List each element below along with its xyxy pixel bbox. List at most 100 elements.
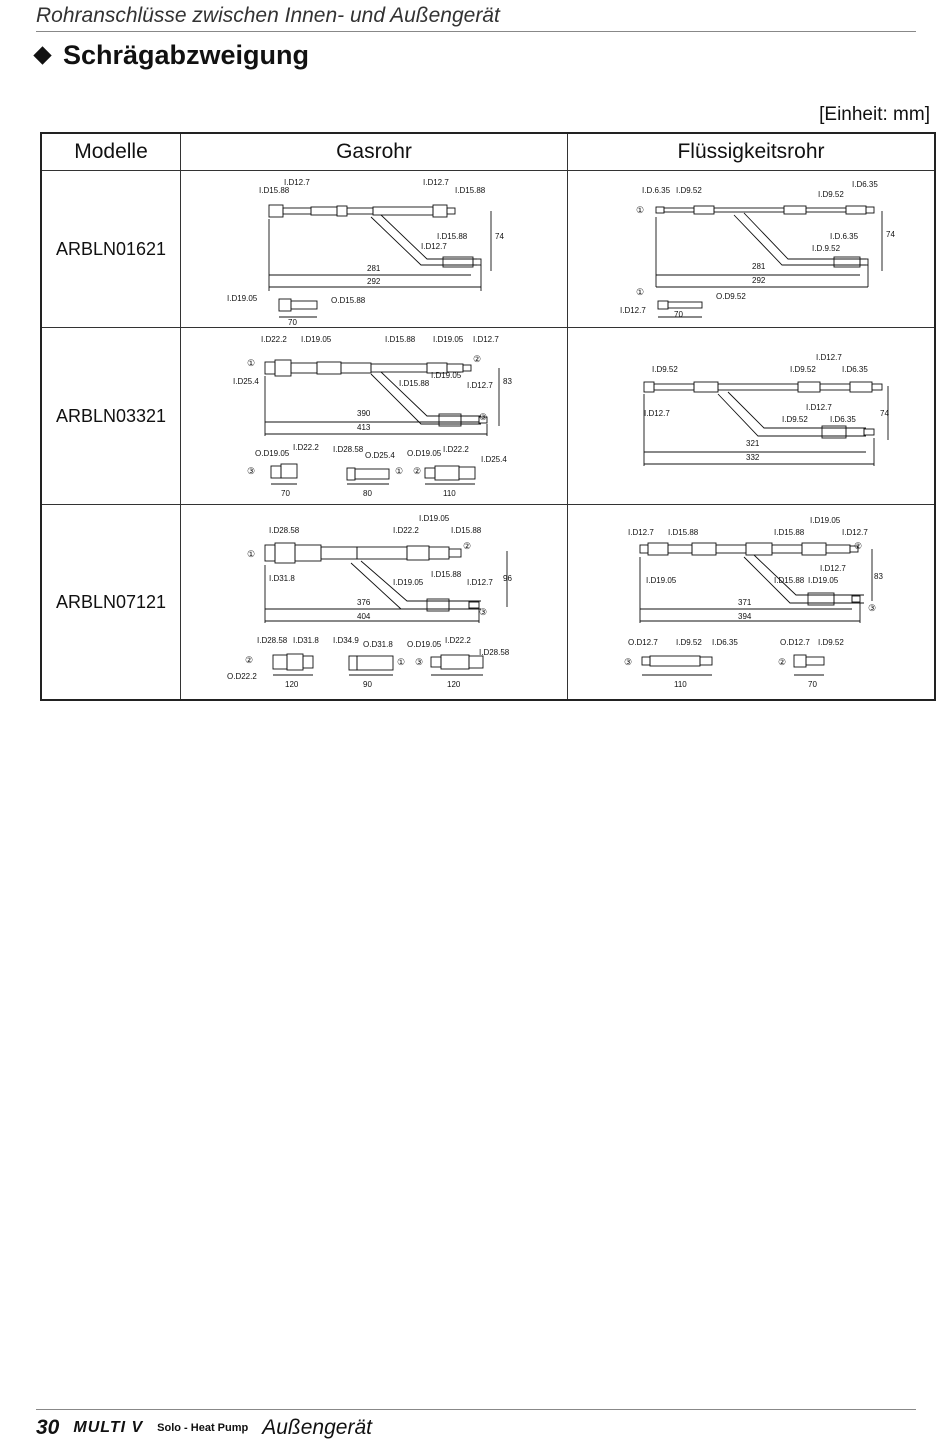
- table-row: ARBLN07121: [40, 504, 936, 701]
- liquid-fitting-1-extra: I.D6.35: [712, 638, 738, 647]
- fitting-2-length: 90: [363, 680, 372, 689]
- liquid-dim-inner: 281: [752, 262, 766, 271]
- liquid-label-4: I.D19.05: [810, 516, 841, 525]
- liquid-label-1: I.D9.52: [652, 365, 678, 374]
- liquid-label-1: I.D.6.35: [642, 186, 671, 195]
- liquid-fitting-1-right: I.D9.52: [676, 638, 702, 647]
- gas-dim-inner: 390: [357, 409, 371, 418]
- fitting-1-left: O.D19.05: [255, 449, 290, 458]
- liquid-fitting-2-length: 70: [808, 680, 817, 689]
- liquid-fitting-1-left: O.D12.7: [628, 638, 658, 647]
- gas-label-3: I.D12.7: [423, 178, 449, 187]
- gas-label-3: I.D15.88: [385, 335, 416, 344]
- fitting-3-left: O.D19.05: [407, 640, 442, 649]
- liquid-fitting-2-left: O.D12.7: [780, 638, 810, 647]
- liquid-diagram-cell: I.D.6.35 I.D9.52 I.D6.35 I.D9.52 I.D.6.3…: [567, 170, 936, 328]
- fitting-3-right: I.D22.2: [443, 445, 469, 454]
- fitting-1-marker: ②: [245, 655, 253, 665]
- gas-height: 83: [503, 377, 512, 386]
- gas-height: 74: [495, 232, 504, 241]
- fitting-2-left: I.D34.9: [333, 636, 359, 645]
- fitting-2-length: 80: [363, 489, 372, 498]
- gas-label-2: I.D19.05: [419, 514, 450, 523]
- gas-fitting-length: 70: [288, 318, 297, 327]
- unit-label: [Einheit: mm]: [819, 104, 930, 125]
- liquid-branch-label-2: I.D9.52: [782, 415, 808, 424]
- gas-label-2: I.D15.88: [259, 186, 290, 195]
- liquid-fitting-left: I.D12.7: [620, 306, 646, 315]
- liquid-label-3: I.D12.7: [816, 353, 842, 362]
- liquid-dim-inner: 321: [746, 439, 760, 448]
- gas-label-1: I.D12.7: [284, 178, 310, 187]
- liquid-label-2: I.D9.52: [790, 365, 816, 374]
- branch-spec-table: Modelle Gasrohr Flüssigkeitsrohr ARBLN01…: [40, 132, 936, 701]
- liquid-branch-label-1: I.D.6.35: [830, 232, 859, 241]
- liquid-height: 74: [886, 230, 895, 239]
- gas-dim-outer: 404: [357, 612, 371, 621]
- section-title-text: Schrägabzweigung: [63, 40, 310, 70]
- fitting-3-marker: ②: [413, 466, 421, 476]
- gas-fitting-right: O.D15.88: [331, 296, 366, 305]
- liquid-fitting-2-marker: ②: [778, 657, 786, 667]
- gas-branch-label-3: I.D12.7: [467, 381, 493, 390]
- fitting-1-right: I.D22.2: [293, 443, 319, 452]
- gas-pipe-diagram: I.D28.58 I.D19.05 I.D22.2 I.D15.88 I.D31…: [227, 514, 512, 689]
- gas-branch-label-1: I.D15.88: [437, 232, 468, 241]
- model-name: ARBLN01621: [40, 170, 181, 328]
- liquid-marker-1: ①: [636, 205, 644, 215]
- liquid-branch-label-3: I.D19.05: [808, 576, 839, 585]
- liquid-label-5: I.D12.7: [842, 528, 868, 537]
- liquid-fitting-2-right: I.D9.52: [818, 638, 844, 647]
- gas-marker-3: ③: [479, 412, 487, 422]
- fitting-2-marker: ①: [395, 466, 403, 476]
- gas-label-5: I.D12.7: [473, 335, 499, 344]
- liquid-label-5: I.D12.7: [644, 409, 670, 418]
- gas-label-4: I.D15.88: [451, 526, 482, 535]
- gas-dim-inner: 376: [357, 598, 371, 607]
- gas-label-2: I.D19.05: [301, 335, 332, 344]
- liquid-label-2: I.D9.52: [676, 186, 702, 195]
- fitting-2-right: O.D25.4: [365, 451, 395, 460]
- gas-label-6: I.D25.4: [233, 377, 259, 386]
- liquid-label-4: I.D6.35: [842, 365, 868, 374]
- table-header-row: Modelle Gasrohr Flüssigkeitsrohr: [40, 132, 936, 171]
- fitting-3-extra: I.D25.4: [481, 455, 507, 464]
- gas-dim-outer: 292: [367, 277, 381, 286]
- liquid-height: 74: [880, 409, 889, 418]
- liquid-pipe-diagram: I.D9.52 I.D9.52 I.D12.7 I.D6.35 I.D12.7 …: [643, 353, 889, 466]
- gas-branch-label-2: I.D12.7: [421, 242, 447, 251]
- liquid-dim-outer: 332: [746, 453, 760, 462]
- running-header: Rohranschlüsse zwischen Innen- und Außen…: [36, 4, 916, 32]
- liquid-label-3: I.D6.35: [852, 180, 878, 189]
- header-gas: Gasrohr: [180, 132, 568, 171]
- gas-branch-label-1: I.D19.05: [393, 578, 424, 587]
- gas-marker-3: ③: [479, 607, 487, 617]
- section-title: Schrägabzweigung: [33, 40, 310, 71]
- liquid-branch-label-2: I.D15.88: [774, 576, 805, 585]
- liquid-label-2: I.D15.88: [668, 528, 699, 537]
- liquid-branch-label-1: I.D12.7: [820, 564, 846, 573]
- liquid-label-6: I.D19.05: [646, 576, 677, 585]
- gas-label-5: I.D31.8: [269, 574, 295, 583]
- gas-label-3: I.D22.2: [393, 526, 419, 535]
- liquid-label-4: I.D9.52: [818, 190, 844, 199]
- gas-label-4: I.D19.05: [433, 335, 464, 344]
- gas-diagram-cell: I.D12.7 I.D15.88 I.D12.7 I.D15.88 I.D15.…: [180, 170, 568, 328]
- fitting-3-length: 120: [447, 680, 461, 689]
- liquid-pipe-diagram: I.D12.7 I.D15.88 I.D15.88 I.D19.05 I.D12…: [624, 516, 883, 689]
- fitting-3-marker: ③: [415, 657, 423, 667]
- fitting-1-extra: O.D22.2: [227, 672, 257, 681]
- fitting-2-left: I.D28.58: [333, 445, 364, 454]
- gas-label-4: I.D15.88: [455, 186, 486, 195]
- gas-marker-2: ②: [463, 541, 471, 551]
- gas-marker-2: ②: [473, 354, 481, 364]
- liquid-fitting-marker: ①: [636, 287, 644, 297]
- liquid-marker-2: ②: [854, 541, 862, 551]
- liquid-label-3: I.D15.88: [774, 528, 805, 537]
- liquid-diagram-cell: I.D12.7 I.D15.88 I.D15.88 I.D19.05 I.D12…: [567, 504, 936, 701]
- liquid-diagram-cell: I.D9.52 I.D9.52 I.D12.7 I.D6.35 I.D12.7 …: [567, 327, 936, 505]
- brand-subtitle: Solo - Heat Pump: [157, 1422, 249, 1434]
- liquid-branch-label-1: I.D12.7: [806, 403, 832, 412]
- liquid-branch-label-2: I.D.9.52: [812, 244, 841, 253]
- gas-branch-label-1: I.D19.05: [431, 371, 462, 380]
